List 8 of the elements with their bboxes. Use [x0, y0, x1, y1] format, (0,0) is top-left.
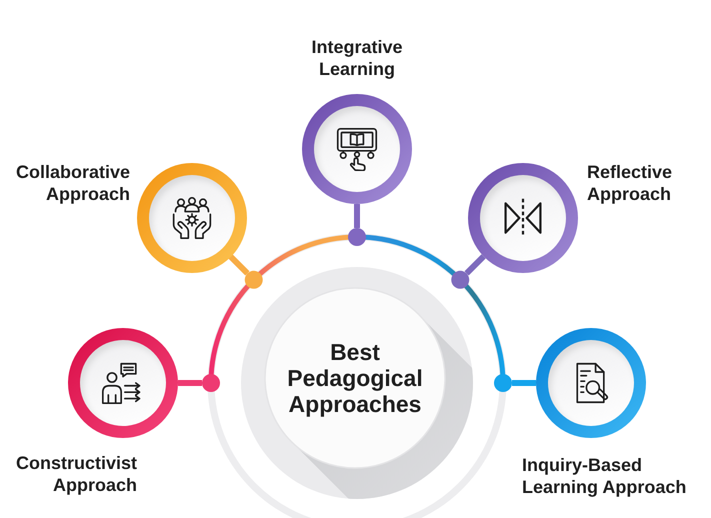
node-label: Collaborative Approach: [14, 161, 130, 205]
node-label: Reflective Approach: [587, 161, 674, 205]
connector-line: [354, 204, 360, 228]
connector-line: [512, 380, 536, 386]
connector-line: [178, 380, 202, 386]
node-label: Integrative Learning: [310, 36, 404, 80]
node-label: Constructivist Approach: [14, 452, 137, 496]
node-label: Inquiry-Based Learning Approach: [522, 454, 688, 498]
